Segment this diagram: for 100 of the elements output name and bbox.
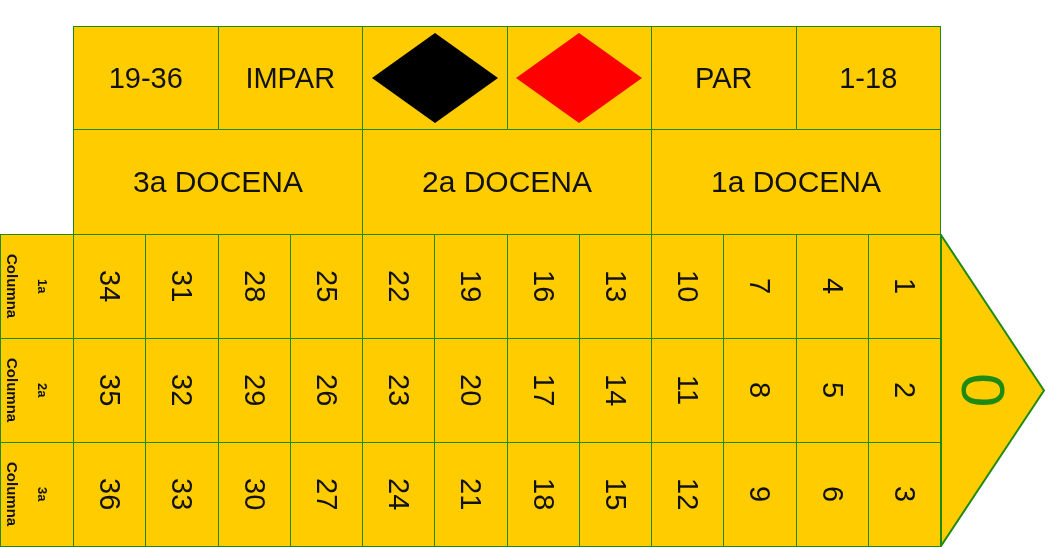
bet-cell [651,338,725,443]
number-label: 13 [600,270,630,303]
number-label: 36 [95,478,125,511]
bet-cell [289,234,363,339]
bet-cell [217,26,363,130]
column-bet-cell [0,234,74,339]
color-bet-cell [506,26,652,130]
number-label: 1 [889,278,919,295]
number-label: 32 [167,374,197,407]
bet-cell [289,338,363,443]
bet-cell [217,338,291,443]
bet-cell [289,442,363,547]
bet-label: PAR [695,61,753,95]
number-label: 2 [889,382,919,399]
number-label: 23 [384,374,414,407]
bet-cell [362,442,436,547]
bet-cell [145,442,219,547]
number-label: 11 [673,375,703,406]
number-label: 19 [456,270,486,303]
number-label: 3 [889,486,919,503]
bet-cell [795,442,869,547]
bet-cell [867,338,941,443]
bet-cell [723,442,797,547]
number-label: 28 [239,270,269,303]
number-label: 30 [239,478,269,511]
column-bet-cell [0,442,74,547]
bet-cell [217,234,291,339]
number-label: 4 [817,278,847,295]
bet-cell [578,442,652,547]
number-label: 22 [384,270,414,303]
number-label: 35 [95,374,125,407]
bet-cell [795,26,941,130]
bet-cell [795,338,869,443]
number-label: 7 [745,278,775,295]
number-label: 27 [311,478,341,511]
number-label: 6 [817,486,847,503]
bet-cell [362,129,652,235]
number-label: 34 [95,270,125,303]
bet-cell [73,129,363,235]
bet-cell [434,442,508,547]
bet-cell [651,26,797,130]
number-label: 12 [673,478,703,511]
diamond-symbol [371,33,498,123]
bet-label: 1-18 [839,61,898,95]
number-label: 10 [673,270,703,303]
number-label: 31 [167,270,197,303]
number-label: 17 [528,374,558,407]
number-label: 15 [600,478,630,511]
column-number: 1a [36,279,49,294]
column-bet-cell [0,338,74,443]
bet-label: 1a DOCENA [710,165,882,199]
bet-cell [506,338,580,443]
bet-cell [434,338,508,443]
column-number: 3a [36,487,49,502]
bet-label: 2a DOCENA [421,165,593,199]
number-label: 25 [311,270,341,303]
bet-cell [867,234,941,339]
zero-number: 0 [952,373,1014,408]
number-label: 33 [167,478,197,511]
bet-cell [73,26,219,130]
bet-cell [867,442,941,547]
bet-cell [578,338,652,443]
bet-cell [362,234,436,339]
number-label: 29 [239,374,269,407]
number-label: 9 [745,486,775,503]
bet-cell [73,442,147,547]
bet-cell [723,338,797,443]
number-label: 14 [600,374,630,407]
number-label: 24 [384,478,414,511]
bet-cell [145,234,219,339]
number-label: 16 [528,270,558,303]
bet-cell [434,234,508,339]
bet-cell [723,234,797,339]
bet-label: 19-36 [108,61,183,95]
column-label: Columna [5,462,20,527]
bet-cell [73,234,147,339]
bet-label: 3a DOCENA [132,165,304,199]
number-label: 8 [745,382,775,399]
bet-cell [795,234,869,339]
bet-cell [506,234,580,339]
color-bet-cell [362,26,508,130]
number-label: 20 [456,374,486,407]
number-label: 5 [817,382,847,399]
bet-cell [651,129,941,235]
number-label: 18 [528,478,558,511]
number-label: 21 [456,478,486,511]
column-number: 2a [36,383,49,398]
bet-cell [578,234,652,339]
bet-cell [362,338,436,443]
bet-cell [73,338,147,443]
bet-cell [506,442,580,547]
bet-label: IMPAR [245,61,336,95]
number-label: 26 [311,374,341,407]
column-label: Columna [5,254,20,319]
bet-cell [217,442,291,547]
bet-cell [651,442,725,547]
column-label: Columna [5,358,20,423]
diamond-symbol [516,33,643,123]
bet-cell [651,234,725,339]
bet-cell [145,338,219,443]
